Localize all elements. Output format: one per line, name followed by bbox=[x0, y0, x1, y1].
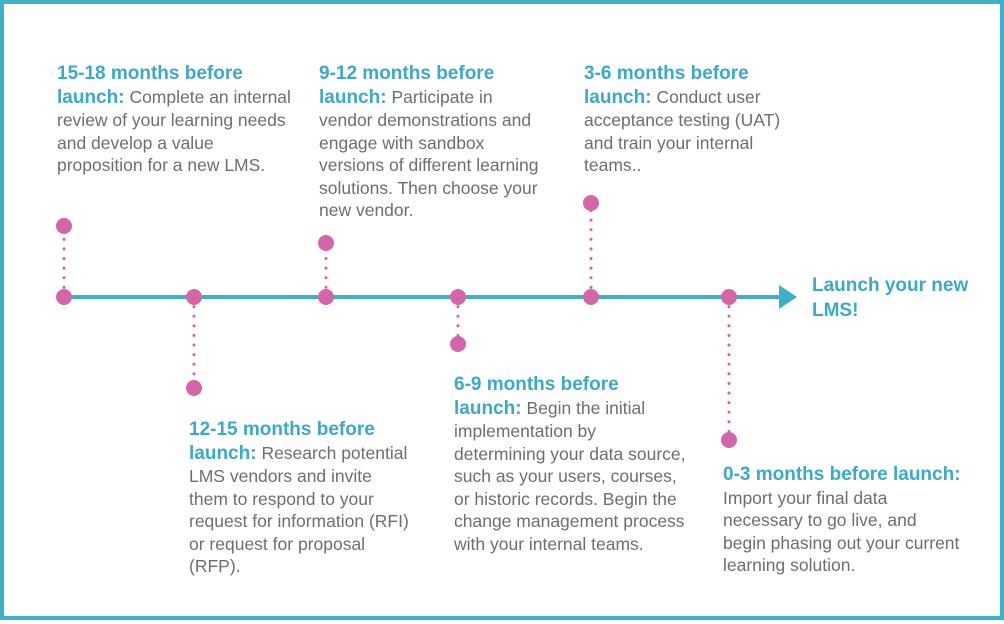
axis-marker-dot bbox=[186, 289, 202, 305]
step-body: Begin the initial implementation by dete… bbox=[454, 397, 686, 554]
step-body: Conduct user acceptance testing (UAT) an… bbox=[584, 86, 781, 176]
step-0-3-months: 0-3 months before launch: Import your fi… bbox=[723, 463, 963, 577]
end-marker-dot bbox=[721, 432, 737, 448]
end-marker-dot bbox=[318, 235, 334, 251]
timeline-graphic bbox=[56, 195, 797, 448]
step-heading: 6-9 months before launch: bbox=[454, 374, 619, 419]
step-heading: 15-18 months before launch: bbox=[57, 63, 243, 108]
axis-marker-dot bbox=[721, 289, 737, 305]
step-3-6-months: 3-6 months before launch: Conduct user a… bbox=[584, 62, 810, 177]
axis-marker-dot bbox=[450, 289, 466, 305]
end-marker-dot bbox=[583, 195, 599, 211]
step-body: Import your final data necessary to go l… bbox=[723, 487, 960, 576]
timeline-markers bbox=[56, 195, 737, 448]
step-9-12-months: 9-12 months before launch: Participate i… bbox=[319, 62, 541, 222]
step-body: Complete an internal review of your lear… bbox=[57, 86, 291, 176]
end-marker-dot bbox=[450, 336, 466, 352]
timeline-arrowhead bbox=[779, 285, 797, 309]
axis-marker-dot bbox=[56, 289, 72, 305]
step-6-9-months: 6-9 months before launch: Begin the init… bbox=[454, 373, 686, 555]
axis-marker-dot bbox=[318, 289, 334, 305]
step-heading: 12-15 months before launch: bbox=[189, 419, 375, 464]
end-marker-dot bbox=[56, 218, 72, 234]
launch-label: Launch your new LMS! bbox=[812, 275, 969, 321]
step-body: Participate in vendor demonstrations and… bbox=[319, 86, 539, 221]
step-heading: 3-6 months before launch: bbox=[584, 63, 749, 108]
step-heading: 0-3 months before launch: bbox=[723, 464, 961, 485]
step-body: Research potential LMS vendors and invit… bbox=[189, 442, 409, 577]
end-marker-dot bbox=[186, 380, 202, 396]
axis-marker-dot bbox=[583, 289, 599, 305]
step-heading: 9-12 months before launch: bbox=[319, 63, 495, 108]
step-12-15-months: 12-15 months before launch: Research pot… bbox=[189, 418, 409, 578]
step-15-18-months: 15-18 months before launch: Complete an … bbox=[57, 62, 297, 177]
